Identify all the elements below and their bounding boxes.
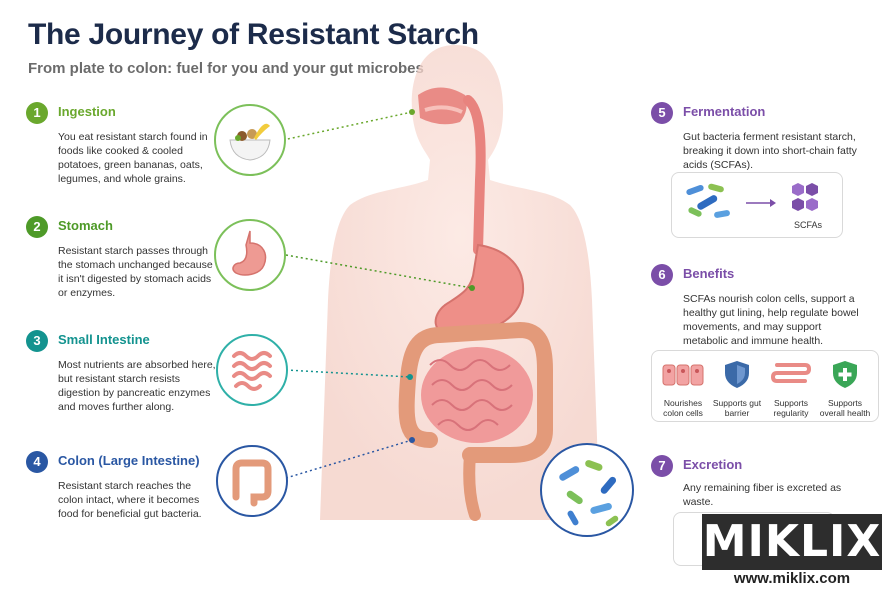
step-title: Fermentation (683, 104, 766, 119)
benefit-label: Supports overall health (819, 398, 871, 418)
page-subtitle: From plate to colon: fuel for you and yo… (28, 60, 424, 77)
benefit-label: Supports regularity (773, 398, 809, 418)
step-number-badge: 2 (26, 216, 48, 238)
benefit-overall-health: Supports overall health (816, 359, 874, 418)
benefit-regularity: Supports regularity (762, 359, 820, 418)
connector-small-intestine (285, 369, 411, 378)
step-description: Resistant starch passes through the stom… (58, 245, 213, 299)
food-bowl-icon (214, 104, 286, 176)
step-number-badge: 1 (26, 102, 48, 124)
benefit-colon-cells: Nourishes colon cells (654, 359, 712, 418)
scfa-molecule-icon (792, 183, 818, 211)
bacteria-zoom-circle (540, 443, 634, 537)
shield-icon (725, 361, 749, 388)
step-description: Resistant starch reaches the colon intac… (58, 480, 202, 520)
step-stomach: 2 Stomach Resistant starch passes throug… (26, 216, 226, 299)
step-description: Any remaining fiber is excreted as waste… (683, 482, 842, 508)
colon-icon (216, 445, 288, 517)
benefits-box: Nourishes colon cells Supports gut barri… (651, 350, 879, 422)
step-number-badge: 5 (651, 102, 673, 124)
step-title: Small Intestine (58, 332, 150, 347)
step-small-intestine: 3 Small Intestine Most nutrients are abs… (26, 330, 226, 413)
small-intestine-icon (216, 334, 288, 406)
step-description: You eat resistant starch found in foods … (58, 131, 208, 185)
step-number-badge: 7 (651, 455, 673, 477)
step-title: Benefits (683, 266, 735, 281)
step-title: Stomach (58, 218, 113, 233)
fermentation-box: SCFAs (671, 172, 843, 238)
intestine-icon (770, 363, 812, 383)
step-title: Colon (Large Intestine) (58, 453, 200, 468)
step-fermentation: 5 Fermentation Gut bacteria ferment resi… (651, 102, 861, 172)
rectum (463, 449, 481, 521)
step-ingestion: 1 Ingestion You eat resistant starch fou… (26, 102, 226, 185)
step-excretion: 7 Excretion Any remaining fiber is excre… (651, 455, 861, 508)
benefit-gut-barrier: Supports gut barrier (708, 359, 766, 418)
scfa-label: SCFAs (793, 220, 822, 230)
small-intestine-organ (421, 347, 533, 443)
step-benefits: 6 Benefits SCFAs nourish colon cells, su… (651, 264, 871, 347)
watermark-background (702, 514, 882, 570)
step-number-badge: 4 (26, 451, 48, 473)
arrow-right-icon (746, 199, 776, 207)
step-title: Ingestion (58, 104, 116, 119)
bacteria-icon (686, 183, 730, 218)
large-intestine-organ (398, 321, 553, 463)
benefit-label: Supports gut barrier (712, 398, 762, 418)
step-number-badge: 6 (651, 264, 673, 286)
watermark-url: www.miklix.com (733, 570, 851, 587)
health-shield-icon (833, 361, 857, 388)
step-title: Excretion (683, 457, 743, 472)
step-number-badge: 3 (26, 330, 48, 352)
step-description: Gut bacteria ferment resistant starch, b… (683, 131, 857, 171)
esophagus (463, 95, 486, 255)
connector-colon (285, 439, 413, 479)
step-description: Most nutrients are absorbed here, but re… (58, 359, 216, 413)
benefit-label: Nourishes colon cells (663, 398, 703, 418)
watermark-logo: MIKLIX (702, 516, 882, 567)
connector-ingestion (282, 111, 413, 141)
stomach-icon (214, 219, 286, 291)
step-description: SCFAs nourish colon cells, support a hea… (683, 293, 859, 347)
page-title: The Journey of Resistant Starch (28, 18, 479, 51)
colon-cells-icon (662, 364, 704, 386)
connector-stomach (285, 254, 473, 289)
step-colon: 4 Colon (Large Intestine) Resistant star… (26, 451, 226, 531)
